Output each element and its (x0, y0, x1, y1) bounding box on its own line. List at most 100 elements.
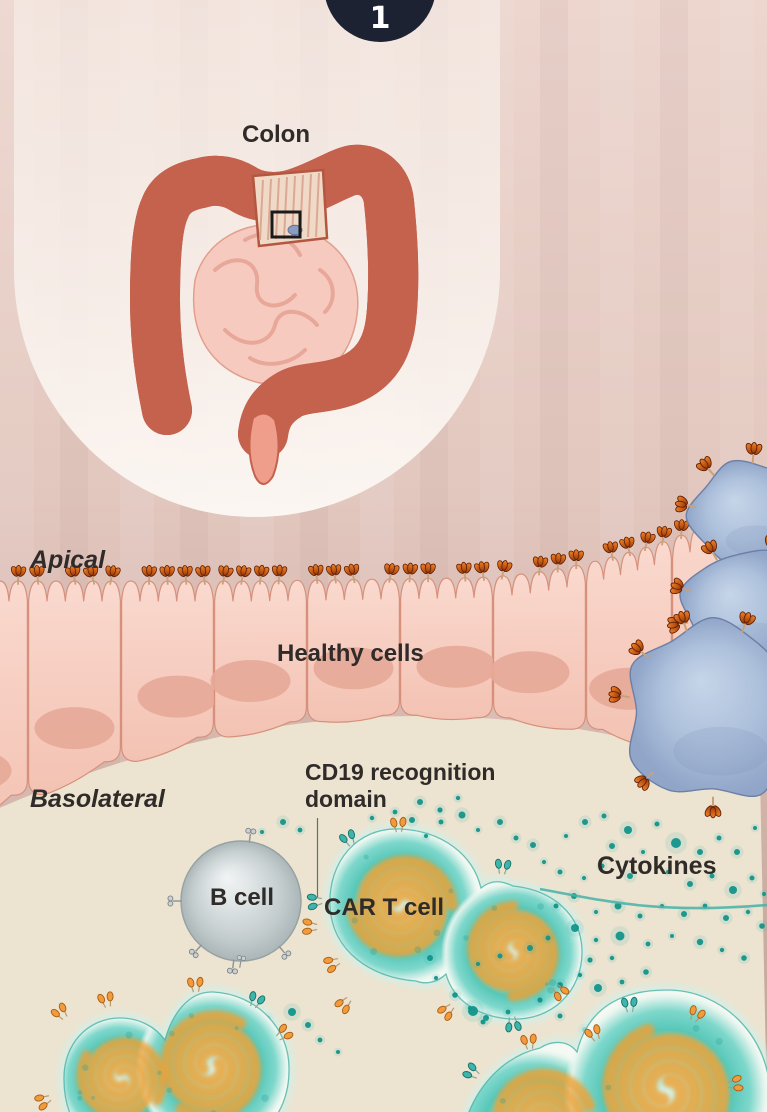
epithelial-cell (121, 580, 214, 762)
rectum (248, 412, 280, 485)
cytokine-dot (745, 909, 751, 915)
cytokine-dot (434, 976, 438, 980)
car-t-spiral (85, 1037, 168, 1110)
cytokine-dot (571, 924, 579, 932)
cytokine-stream-line (539, 887, 767, 910)
cytokine-dot (637, 913, 643, 919)
epithelial-cell (493, 564, 586, 730)
cytokine-dot (645, 941, 651, 947)
cytokine-dot (582, 876, 586, 880)
cytokine-dot (455, 795, 461, 801)
cutaway-striations (259, 172, 320, 241)
colon-label: Colon (242, 121, 310, 148)
cytokine-dot (594, 910, 598, 914)
cell-nucleus (137, 675, 218, 718)
cytokine-dot (458, 811, 466, 819)
cd19-label-line2: domain (305, 786, 387, 812)
cytokine-dot (557, 869, 563, 875)
cytokine-dot (537, 997, 543, 1003)
cytokine-dot (564, 834, 568, 838)
car-t-spiral (477, 910, 559, 1002)
cytokine-dot (599, 863, 605, 869)
cytokine-dot (527, 945, 533, 951)
b-cell-label: B cell (209, 884, 275, 911)
cytokine-dot (497, 819, 503, 825)
cytokine-dot (392, 809, 398, 815)
cytokine-dot (643, 969, 649, 975)
cytokine-dot (424, 834, 428, 838)
cytokine-dot (577, 972, 583, 978)
cytokine-dot (609, 955, 615, 961)
cytokine-dot (545, 935, 551, 941)
cytokine-dot (305, 1022, 311, 1028)
cytokine-dot (709, 873, 715, 879)
cytokine-dot (476, 962, 480, 966)
cytokine-dot (427, 955, 433, 961)
cytokine-dot (670, 934, 674, 938)
cytokine-dot (476, 828, 480, 832)
cytokine-dot (641, 850, 645, 854)
cd19-label: CD19 recognition domain (305, 759, 495, 813)
car-t-cell-main (322, 826, 585, 1024)
cytokine-dot (530, 842, 536, 848)
cytokines-label: Cytokines (597, 852, 717, 880)
cytokine-dot (719, 947, 725, 953)
car-t-spiral (172, 1021, 262, 1112)
cytokine-dot (417, 799, 423, 805)
cell-nucleus (34, 707, 115, 750)
cytokine-dot (557, 982, 563, 988)
cytokine-dot (716, 835, 722, 841)
car-t-spiral (356, 855, 458, 946)
zoom-region-box (270, 210, 302, 239)
cytokine-dot (557, 1013, 563, 1019)
cytokine-dot (753, 826, 757, 830)
car-t-cell-label: CAR T cell (324, 894, 445, 921)
cytokine-field (245, 793, 767, 1057)
car-t-spiral (76, 1046, 159, 1112)
colon-illustration (130, 170, 393, 485)
cell-nucleus (416, 645, 497, 688)
cytokine-dot (297, 827, 303, 833)
apical-label: Apical (30, 546, 106, 574)
cytokine-dot (741, 955, 747, 961)
cell-nucleus (313, 647, 394, 690)
car-t-cell-bottom-right (450, 990, 767, 1112)
cytokine-dot (483, 1015, 489, 1021)
cytokine-dot (480, 1019, 486, 1025)
cytokine-dot (593, 937, 599, 943)
step-badge (325, 0, 435, 42)
cell-nucleus (210, 659, 291, 702)
tumor-cell (629, 616, 767, 797)
cytokine-dot (587, 957, 593, 963)
cytokine-dot (749, 875, 755, 881)
cytokine-dot (582, 819, 588, 825)
cytokine-dot (687, 881, 693, 887)
car-t-spiral (346, 866, 448, 957)
cytokine-dot (614, 902, 622, 910)
cytokine-dot (601, 813, 607, 819)
cytokine-dot (627, 873, 633, 879)
step-number: 1 (369, 1, 391, 36)
cytokine-dot (336, 1050, 340, 1054)
car-t-spiral (160, 1010, 250, 1111)
cytokine-dot (260, 830, 264, 834)
cytokine-dot (438, 819, 444, 825)
car-t-spiral (615, 1033, 730, 1112)
cell-nucleus (489, 651, 570, 694)
cytokine-dot (542, 860, 546, 864)
cytokine-dot (723, 915, 729, 921)
car-t-spiral (492, 1068, 596, 1112)
cytokine-dot (671, 838, 681, 848)
cytokine-dot (468, 1006, 478, 1016)
cytokine-dot (505, 1009, 511, 1015)
cytokine-dot (762, 892, 766, 896)
cytokine-dot (369, 815, 375, 821)
cytokine-dot (437, 807, 443, 813)
cytokine-dot (696, 938, 704, 946)
cytokine-dot (288, 1008, 296, 1016)
cytokine-dot (697, 849, 703, 855)
cd19-label-line1: CD19 recognition (305, 759, 496, 785)
car-t-cell-bottom-left (55, 990, 291, 1112)
cell-nucleus (0, 755, 12, 786)
